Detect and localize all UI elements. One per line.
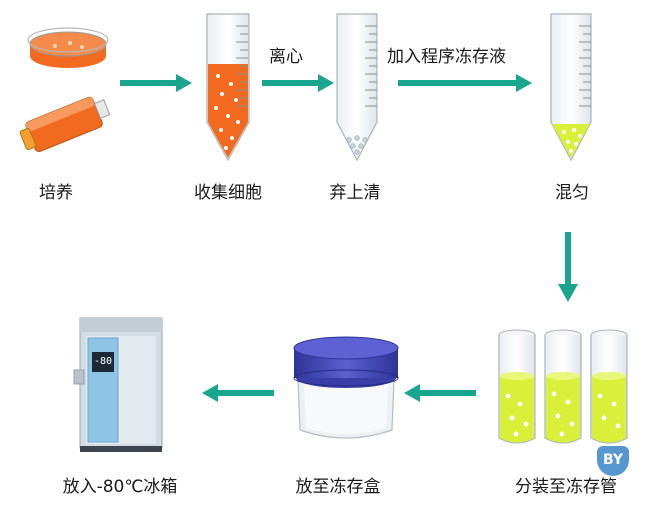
step-label-box: 放至冻存盒 [295, 477, 381, 497]
culture-flask-icon [19, 96, 111, 153]
freezer-icon [73, 317, 163, 452]
arrow-aliquot-to-box [404, 384, 476, 402]
cryovial-2 [544, 329, 582, 444]
cryovial-1 [498, 329, 536, 444]
arrow-culture-to-collect [120, 74, 192, 92]
step-label-aliquot: 分装至冻存管 [515, 477, 617, 497]
tube-collect-icon [206, 13, 250, 162]
petri-dish-icon [27, 27, 109, 68]
arrow-box-to-freezer [202, 384, 274, 402]
tube-discard-icon [336, 13, 378, 162]
step-label-culture: 培养 [39, 183, 73, 203]
step-label-discard: 弃上清 [329, 183, 381, 203]
arrow-collect-to-discard [262, 74, 334, 92]
tube-mix-icon [550, 13, 592, 162]
step-label-freezer: 放入-80℃冰箱 [62, 477, 178, 497]
arrow-label-centrifuge: 离心 [269, 47, 303, 67]
watermark-logo: BY [597, 446, 629, 476]
cryovials-icon [498, 329, 628, 444]
step-label-collect: 收集细胞 [194, 183, 262, 203]
cryovial-3 [590, 329, 628, 444]
arrow-label-add-medium: 加入程序冻存液 [387, 47, 506, 67]
arrow-discard-to-mix [398, 74, 532, 92]
cryo-box-icon [293, 336, 399, 439]
arrow-mix-to-aliquot [558, 232, 578, 302]
step-label-mix: 混匀 [555, 183, 589, 203]
freezer-display-text: -80 [93, 356, 113, 367]
freezer-display [92, 352, 114, 372]
